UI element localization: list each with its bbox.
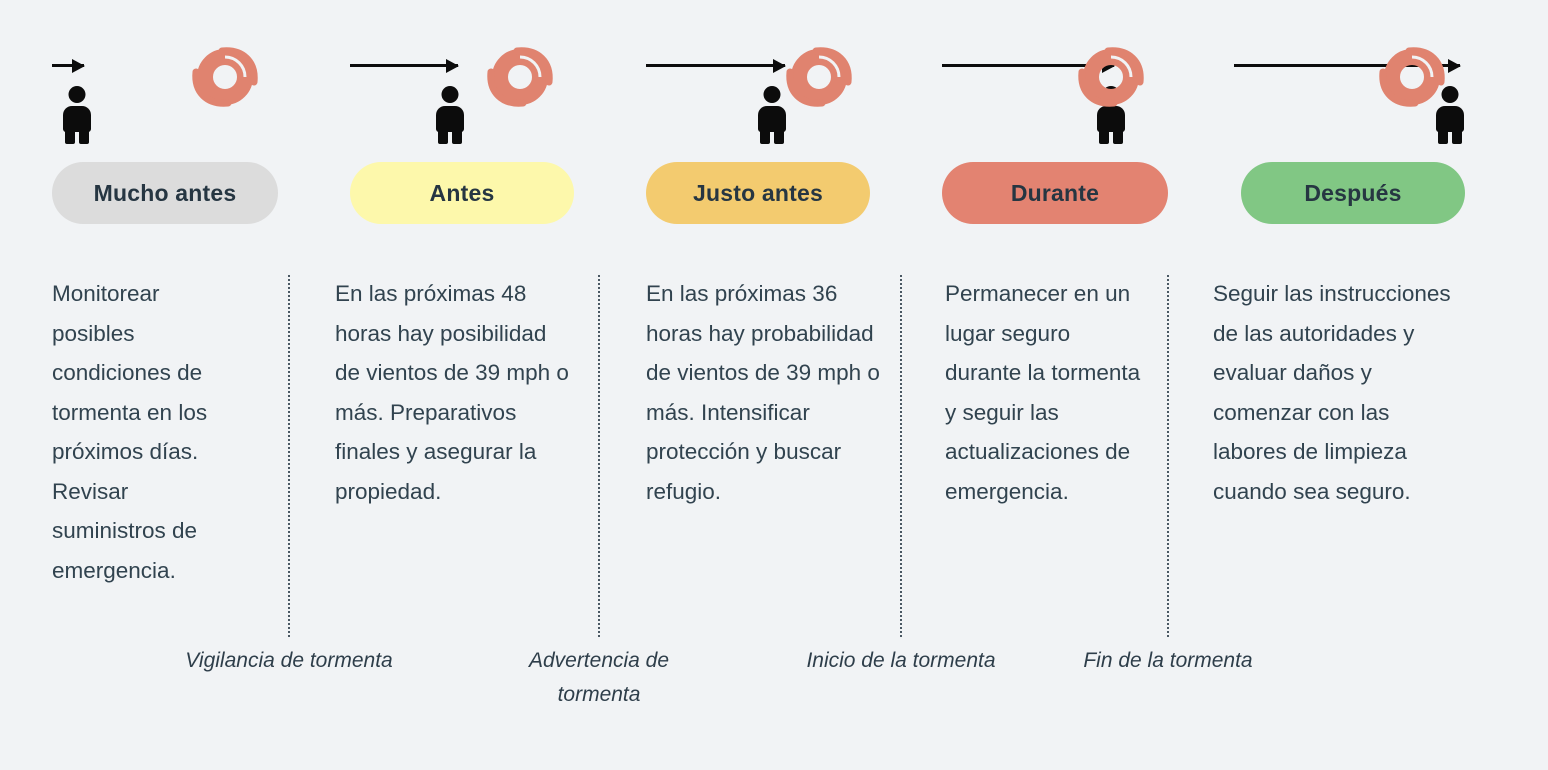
phase-pill-durante[interactable]: Durante	[942, 162, 1168, 224]
hurricane-icon	[1072, 38, 1150, 116]
milestone-label-storm-start: Inicio de la tormenta	[806, 649, 996, 672]
phase-description-antes: En las próximas 48 horas hay posibilidad…	[335, 281, 569, 504]
phase-pill-label: Mucho antes	[93, 179, 237, 206]
person-icon	[436, 86, 464, 144]
phase-icon-group-4	[900, 40, 1167, 150]
person-leg-left	[438, 126, 448, 144]
storm-track-arrow	[350, 58, 459, 73]
phase-column-durante: Durante Permanecer en un lugar seguro du…	[900, 0, 1168, 770]
person-leg-right	[1452, 126, 1462, 144]
phase-pill-label: Antes	[429, 179, 495, 206]
phase-pill-label: Después	[1304, 179, 1402, 206]
phase-description-mucho-antes: Monitorear posibles condiciones de torme…	[52, 281, 208, 583]
storm-track-arrow	[52, 58, 85, 73]
hurricane-icon	[780, 38, 858, 116]
person-leg-right	[774, 126, 784, 144]
person-leg-right	[452, 126, 462, 144]
column-divider-4	[1167, 275, 1169, 637]
hurricane-icon	[481, 38, 559, 116]
person-head	[68, 86, 86, 103]
person-leg-right	[79, 126, 89, 144]
person-icon	[1436, 86, 1464, 144]
person-head	[763, 86, 781, 103]
phase-pill-justo-antes[interactable]: Justo antes	[646, 162, 870, 224]
phase-description-despues: Seguir las instrucciones de las autorida…	[1213, 281, 1451, 504]
phase-pill-label: Justo antes	[692, 179, 823, 206]
milestone-label-storm-warning: Advertencia de tormenta	[528, 649, 670, 706]
phase-pill-label: Durante	[1010, 179, 1100, 206]
person-head	[441, 86, 459, 103]
hurricane-icon	[1373, 38, 1451, 116]
phase-column-despues: Después Seguir las instrucciones de las …	[1167, 0, 1548, 770]
phase-pill-mucho-antes[interactable]: Mucho antes	[52, 162, 278, 224]
person-leg-left	[1438, 126, 1448, 144]
phase-icon-group-1	[0, 40, 290, 150]
phase-pill-despues[interactable]: Después	[1241, 162, 1465, 224]
column-divider-2	[598, 275, 600, 637]
column-divider-3	[900, 275, 902, 637]
phase-description-durante: Permanecer en un lugar seguro durante la…	[945, 281, 1141, 504]
person-head	[1441, 86, 1459, 103]
phase-icon-group-3	[598, 40, 900, 150]
person-icon	[63, 86, 91, 144]
phase-pill-antes[interactable]: Antes	[350, 162, 574, 224]
milestone-label-storm-end: Fin de la tormenta	[1083, 649, 1253, 672]
phase-description-justo-antes: En las próximas 36 horas hay probabilida…	[646, 281, 880, 504]
phase-column-mucho-antes: Mucho antes Monitorear posibles condicio…	[0, 0, 290, 770]
person-leg-right	[1113, 126, 1123, 144]
person-leg-left	[65, 126, 75, 144]
person-leg-left	[760, 126, 770, 144]
person-icon	[758, 86, 786, 144]
storm-track-arrow	[1234, 58, 1461, 73]
column-divider-1	[288, 275, 290, 637]
hurricane-icon	[186, 38, 264, 116]
phase-column-antes: Antes En las próximas 48 horas hay posib…	[290, 0, 598, 770]
phase-icon-group-2	[290, 40, 598, 150]
phase-icon-group-5	[1167, 40, 1548, 150]
person-leg-left	[1099, 126, 1109, 144]
phase-column-justo-antes: Justo antes En las próximas 36 horas hay…	[598, 0, 900, 770]
milestone-label-storm-watch: Vigilancia de tormenta	[185, 649, 393, 672]
storm-track-arrow	[646, 58, 786, 73]
